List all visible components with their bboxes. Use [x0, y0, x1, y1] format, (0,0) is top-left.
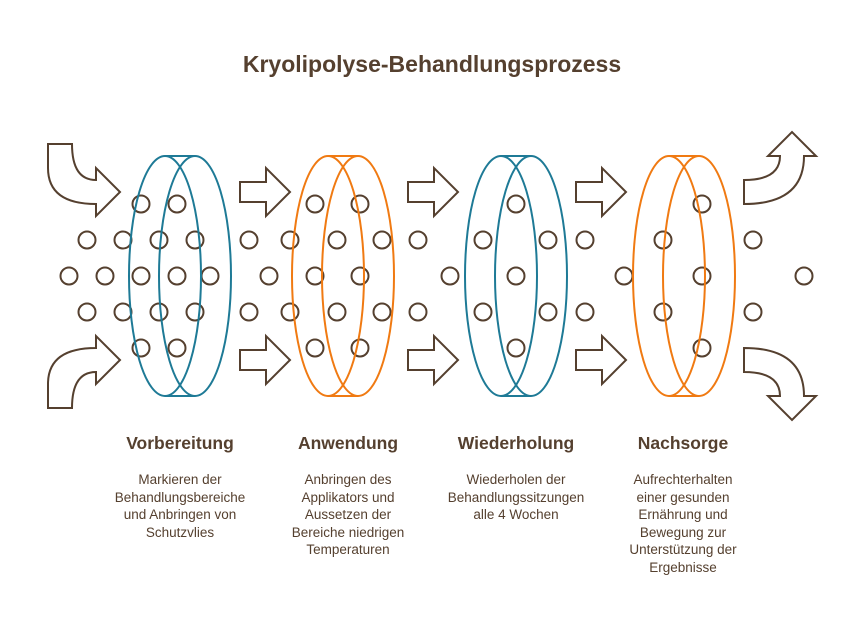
particle-dots — [59, 194, 814, 358]
right-arrow-icon — [407, 165, 460, 219]
circle-particle-icon — [59, 266, 79, 286]
circle-particle-icon — [473, 230, 493, 250]
circle-particle-icon — [305, 338, 325, 358]
circle-particle-icon — [575, 230, 595, 250]
curved-arrow-out-icon — [743, 346, 819, 422]
circle-particle-icon — [692, 266, 712, 286]
circle-particle-icon — [350, 338, 370, 358]
circle-particle-icon — [259, 266, 279, 286]
right-arrow-icon — [407, 333, 460, 387]
circle-particle-icon — [575, 302, 595, 322]
stage-title: Vorbereitung — [126, 433, 234, 453]
stage-description: Aufrechterhalten einer gesunden Ernährun… — [629, 472, 737, 575]
right-arrow-icon — [239, 165, 292, 219]
flow-arrows — [47, 130, 819, 422]
stage-title: Nachsorge — [637, 433, 729, 453]
stage-description: Anbringen des Applikators und Aussetzen … — [291, 472, 405, 557]
stage-description: Markieren der Behandlungsbereiche und An… — [114, 472, 246, 540]
circle-particle-icon — [77, 302, 97, 322]
circle-particle-icon — [743, 302, 763, 322]
stage-title: Wiederholung — [457, 433, 575, 453]
circle-particle-icon — [538, 230, 558, 250]
circle-particle-icon — [131, 266, 151, 286]
right-arrow-icon — [575, 333, 628, 387]
circle-particle-icon — [149, 230, 169, 250]
stage-vorbereitung: Vorbereitung Markieren der Behandlungsbe… — [95, 433, 265, 541]
circle-particle-icon — [506, 194, 526, 214]
circle-particle-icon — [372, 302, 392, 322]
circle-particle-icon — [280, 302, 300, 322]
circle-particle-icon — [77, 230, 97, 250]
circle-particle-icon — [743, 230, 763, 250]
page-title: Kryolipolyse-Behandlungsprozess — [242, 51, 622, 77]
circle-particle-icon — [408, 302, 428, 322]
ring-filter-icon — [632, 155, 736, 397]
circle-particle-icon — [614, 266, 634, 286]
circle-particle-icon — [653, 230, 673, 250]
circle-particle-icon — [350, 266, 370, 286]
ring-filters — [128, 155, 736, 397]
ring-filter-icon — [291, 155, 395, 397]
stage-description: Wiederholen der Behandlungssitzungen all… — [447, 472, 585, 522]
circle-particle-icon — [113, 302, 133, 322]
circle-particle-icon — [185, 230, 205, 250]
circle-particle-icon — [653, 302, 673, 322]
circle-particle-icon — [350, 194, 370, 214]
circle-particle-icon — [185, 302, 205, 322]
stage-title: Anwendung — [297, 433, 399, 453]
stage-nachsorge: Nachsorge Aufrechterhalten einer gesunde… — [598, 433, 768, 576]
circle-particle-icon — [200, 266, 220, 286]
ring-filter-icon — [464, 155, 568, 397]
curved-arrow-in-icon — [47, 143, 122, 219]
circle-particle-icon — [280, 230, 300, 250]
circle-particle-icon — [239, 230, 259, 250]
circle-particle-icon — [167, 338, 187, 358]
circle-particle-icon — [113, 230, 133, 250]
circle-particle-icon — [372, 230, 392, 250]
circle-particle-icon — [167, 194, 187, 214]
circle-particle-icon — [305, 194, 325, 214]
circle-particle-icon — [149, 302, 169, 322]
ring-front-ellipse — [494, 155, 568, 397]
circle-particle-icon — [473, 302, 493, 322]
circle-particle-icon — [95, 266, 115, 286]
circle-particle-icon — [440, 266, 460, 286]
circle-particle-icon — [239, 302, 259, 322]
curved-arrow-in-icon — [47, 333, 122, 409]
right-arrow-icon — [575, 165, 628, 219]
right-arrow-icon — [239, 333, 292, 387]
circle-particle-icon — [167, 266, 187, 286]
ring-filter-icon — [128, 155, 232, 397]
curved-arrow-out-icon — [743, 130, 819, 206]
ring-back-ellipse — [464, 155, 538, 397]
circle-particle-icon — [538, 302, 558, 322]
circle-particle-icon — [506, 266, 526, 286]
stage-anwendung: Anwendung Anbringen des Applikators und … — [263, 433, 433, 559]
circle-particle-icon — [794, 266, 814, 286]
circle-particle-icon — [305, 266, 325, 286]
circle-particle-icon — [506, 338, 526, 358]
stage-wiederholung: Wiederholung Wiederholen der Behandlungs… — [431, 433, 601, 524]
circle-particle-icon — [327, 230, 347, 250]
circle-particle-icon — [327, 302, 347, 322]
circle-particle-icon — [408, 230, 428, 250]
